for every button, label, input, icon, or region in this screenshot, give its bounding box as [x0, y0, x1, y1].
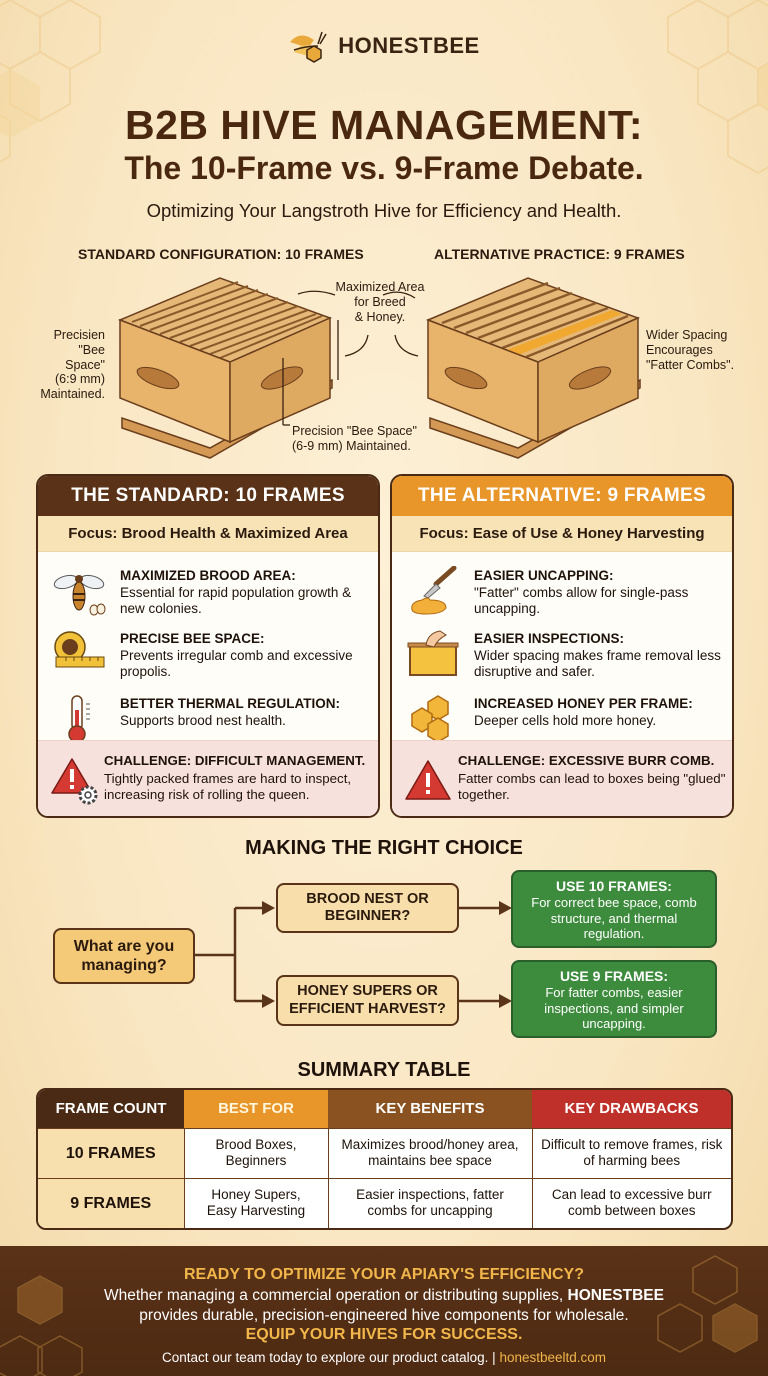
feature-easier-uncapping: EASIER UNCAPPING: "Fatter" combs allow f… — [392, 566, 732, 626]
decision-start-node: What are you managing? — [53, 928, 195, 984]
page-title: B2B HIVE MANAGEMENT: — [125, 102, 643, 148]
bee-space-annotation-left: Precisien "Bee Space" (6:9 mm) Maintaine… — [40, 328, 105, 401]
option-honey-supers-node: HONEY SUPERS OR EFFICIENT HARVEST? — [276, 975, 459, 1026]
footer-cta: READY TO OPTIMIZE YOUR APIARY'S EFFICIEN… — [0, 1246, 768, 1376]
decision-section-title: MAKING THE RIGHT CHOICE — [245, 837, 523, 859]
wider-spacing-annotation: Wider Spacing Encourages "Fatter Combs". — [646, 328, 735, 372]
alternative-config-label: ALTERNATIVE PRACTICE: 9 FRAMES — [434, 246, 685, 262]
table-row: 10 FRAMES Brood Boxes, Beginners Maximiz… — [38, 1127, 731, 1179]
frame-inspection-icon — [407, 630, 459, 676]
footer-cta-text: EQUIP YOUR HIVES FOR SUCCESS. — [245, 1326, 523, 1343]
card-focus: Focus: Ease of Use & Honey Harvesting — [392, 516, 732, 552]
standard-10-frames-card: THE STANDARD: 10 FRAMES Focus: Brood Hea… — [36, 474, 380, 818]
bee-with-eggs-icon — [53, 574, 106, 616]
footer-contact: Contact our team today to explore our pr… — [161, 1350, 607, 1365]
footer-headline: READY TO OPTIMIZE YOUR APIARY'S EFFICIEN… — [184, 1266, 584, 1283]
card-header: THE ALTERNATIVE: 9 FRAMES — [392, 476, 732, 516]
card-focus: Focus: Brood Health & Maximized Area — [38, 516, 378, 552]
challenge-excessive-burr-comb: CHALLENGE: EXCESSIVE BURR COMB. Fatter c… — [392, 740, 732, 816]
warning-gear-icon — [51, 758, 98, 805]
card-header: THE STANDARD: 10 FRAMES — [38, 476, 378, 516]
feature-thermal-regulation: BETTER THERMAL REGULATION: Supports broo… — [38, 694, 378, 754]
result-use-9-frames: USE 9 FRAMES: For fatter combs, easier i… — [511, 960, 717, 1038]
nine-frame-hive-illustration — [425, 277, 641, 459]
result-use-10-frames: USE 10 FRAMES: For correct bee space, co… — [511, 870, 717, 948]
honeycomb-decoration-left — [0, 0, 101, 163]
summary-table-title: SUMMARY TABLE — [297, 1059, 471, 1081]
ten-frame-hive-illustration — [117, 277, 333, 459]
feature-maximized-brood-area: MAXIMIZED BROOD AREA: Essential for rapi… — [38, 566, 378, 626]
column-header: KEY DRAWBACKS — [532, 1090, 731, 1128]
website-link[interactable]: honestbeeltd.com — [499, 1350, 607, 1365]
feature-easier-inspections: EASIER INSPECTIONS: Wider spacing makes … — [392, 629, 732, 689]
thermometer-icon — [68, 695, 90, 743]
summary-table: FRAME COUNT BEST FOR KEY BENEFITS KEY DR… — [36, 1088, 733, 1230]
page-title-line2: The 10-Frame vs. 9-Frame Debate. — [124, 150, 644, 186]
table-header-row: FRAME COUNT BEST FOR KEY BENEFITS KEY DR… — [38, 1090, 731, 1128]
bee-logo-icon — [290, 31, 327, 63]
column-header: FRAME COUNT — [38, 1090, 184, 1128]
uncapping-knife-icon — [411, 566, 457, 615]
maximized-area-annotation: Maximized Area for Breed & Honey. — [335, 280, 425, 324]
column-header: BEST FOR — [184, 1090, 328, 1128]
page-subtitle: Optimizing Your Langstroth Hive for Effi… — [146, 200, 622, 221]
bee-space-annotation-bottom: Precision "Bee Space" (6-9 mm) Maintaine… — [292, 424, 417, 453]
footer-body: Whether managing a commercial operation … — [104, 1287, 664, 1324]
honeycomb-decoration-right — [667, 0, 768, 175]
feature-increased-honey: INCREASED HONEY PER FRAME: Deeper cells … — [392, 694, 732, 754]
feature-precise-bee-space: PRECISE BEE SPACE: Prevents irregular co… — [38, 629, 378, 689]
brand-name: HONESTBEE — [338, 33, 480, 58]
header: HONESTBEE B2B HIVE MANAGEMENT: The 10-Fr… — [0, 0, 768, 235]
honeycomb-decoration-footer — [0, 1255, 758, 1376]
hive-illustrations: STANDARD CONFIGURATION: 10 FRAMES ALTERN… — [0, 240, 768, 460]
table-row: 9 FRAMES Honey Supers, Easy Harvesting E… — [38, 1177, 731, 1228]
brand-logo: HONESTBEE — [0, 28, 768, 64]
tape-measure-icon — [54, 631, 105, 668]
alternative-9-frames-card: THE ALTERNATIVE: 9 FRAMES Focus: Ease of… — [390, 474, 734, 818]
challenge-difficult-management: CHALLENGE: DIFFICULT MANAGEMENT. Tightly… — [38, 740, 378, 816]
honeycomb-icon — [411, 695, 449, 743]
footer-brand: HONESTBEE — [567, 1287, 664, 1304]
annotation-arrows — [282, 290, 419, 426]
column-header: KEY BENEFITS — [328, 1090, 532, 1128]
standard-config-label: STANDARD CONFIGURATION: 10 FRAMES — [78, 246, 364, 262]
warning-icon — [405, 760, 451, 800]
option-brood-nest-node: BROOD NEST OR BEGINNER? — [276, 883, 459, 933]
